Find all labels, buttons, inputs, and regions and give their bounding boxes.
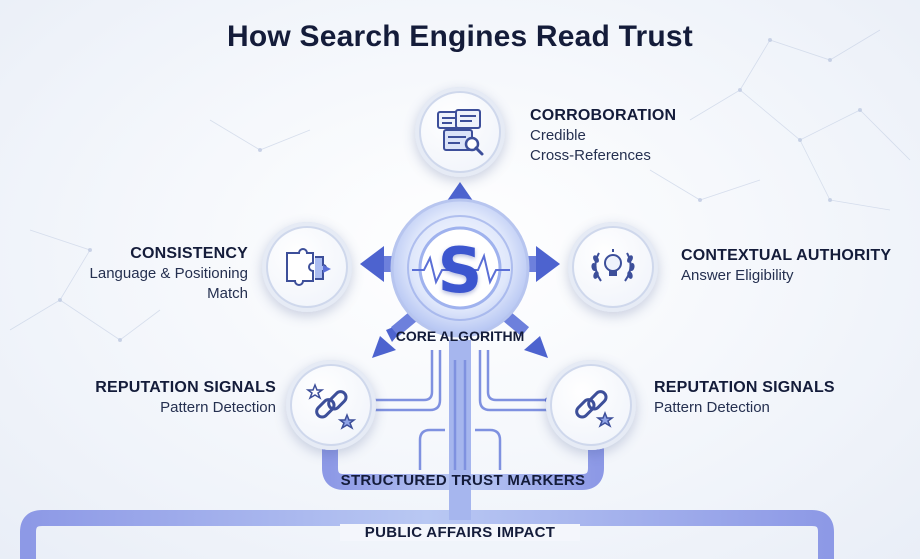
reputation-signals-right-label: REPUTATION SIGNALS Pattern Detection [654,378,835,418]
consistency-line2: Match [207,285,248,302]
reputation-signals-left-node [286,360,376,450]
contextual-authority-heading: CONTEXTUAL AUTHORITY [681,247,892,264]
corroboration-node [415,87,505,177]
reputation-left-line1: Pattern Detection [160,399,276,416]
consistency-heading: CONSISTENCY [130,245,248,262]
public-affairs-impact-label: PUBLIC AFFAIRS IMPACT [340,524,580,541]
puzzle-icon [286,248,331,286]
reputation-right-heading: REPUTATION SIGNALS [654,379,835,396]
reputation-right-line1: Pattern Detection [654,399,770,416]
documents-magnifier-icon [437,109,484,156]
page-title: How Search Engines Read Trust [227,20,693,53]
consistency-label: CONSISTENCY Language & Positioning Match [40,244,248,304]
reputation-signals-right-node [546,360,636,450]
consistency-line1: Language & Positioning [89,265,248,282]
core-logo-letter: S [437,233,483,307]
structured-trust-markers-label: STRUCTURED TRUST MARKERS [340,472,586,489]
corroboration-label: CORROBORATION Credible Cross-References [530,106,676,166]
chain-link-star-icon [305,382,357,430]
core-logo: S [420,230,500,310]
public-affairs-impact-text: PUBLIC AFFAIRS IMPACT [364,524,556,541]
contextual-authority-label: CONTEXTUAL AUTHORITY Answer Eligibility [681,246,891,286]
contextual-authority-node [568,222,658,312]
contextual-authority-line1: Answer Eligibility [681,267,794,284]
chain-link-star-icon [575,390,615,428]
core-algorithm-label: CORE ALGORITHM [395,328,525,344]
corroboration-heading: CORROBORATION [530,107,677,124]
corroboration-line2: Cross-References [530,147,651,164]
corroboration-line1: Credible [530,127,586,144]
laurel-lightbulb-icon [591,249,635,282]
reputation-signals-left-label: REPUTATION SIGNALS Pattern Detection [60,378,276,418]
reputation-left-heading: REPUTATION SIGNALS [95,379,276,396]
consistency-node [262,222,352,312]
